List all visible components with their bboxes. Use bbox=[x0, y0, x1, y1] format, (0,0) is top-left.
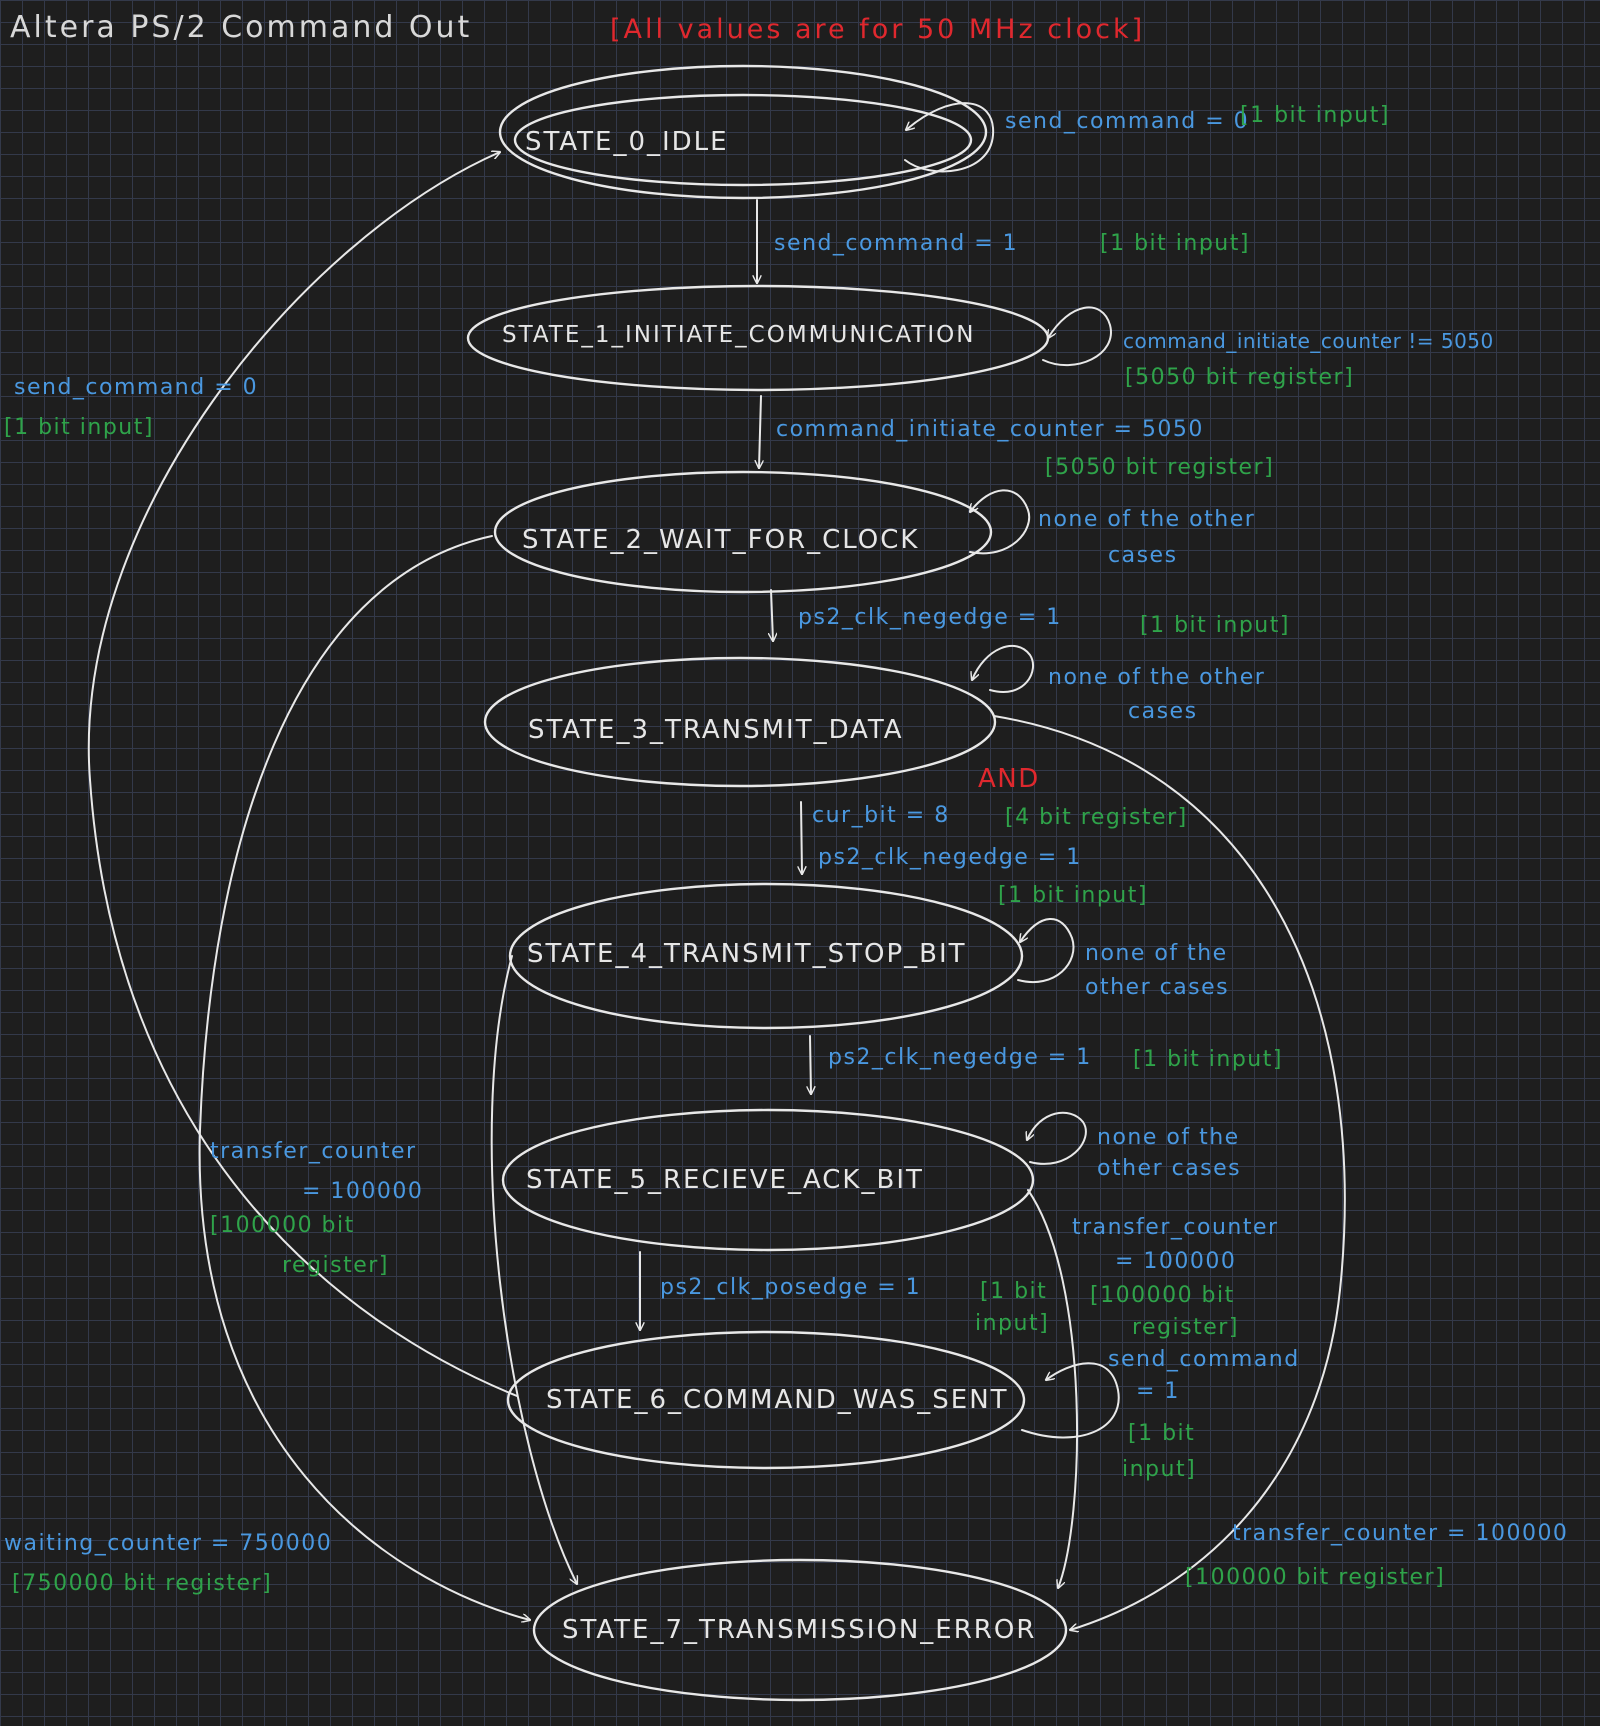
s4-self-line1: none of the bbox=[1085, 941, 1228, 966]
s2-s7-type-1: [100000 bit bbox=[210, 1213, 355, 1238]
state-5-recieve-ack-bit: STATE_5_RECIEVE_ACK_BIT bbox=[501, 1108, 1035, 1252]
diagram-title: Altera PS/2 Command Out bbox=[10, 10, 472, 45]
s6-s7-type: [750000 bit register] bbox=[12, 1571, 272, 1596]
state-5-label: STATE_5_RECIEVE_ACK_BIT bbox=[526, 1165, 924, 1195]
state-7-outline bbox=[532, 1558, 1068, 1702]
state-1-initiate-communication: STATE_1_INITIATE_COMMUNICATION bbox=[466, 284, 1050, 392]
s6-self-type-2: input] bbox=[1122, 1457, 1196, 1482]
s3-self-line2: cases bbox=[1128, 699, 1198, 724]
state-0-inner-outline bbox=[513, 93, 973, 187]
state-0-outer-outline bbox=[498, 64, 988, 200]
state-5-outline bbox=[501, 1108, 1035, 1252]
s6-s7-condition: waiting_counter = 750000 bbox=[4, 1531, 332, 1556]
s2-self-loop-arrow bbox=[970, 489, 1031, 555]
clock-note: [All values are for 50 MHz clock] bbox=[610, 14, 1145, 45]
s2-self-line1: none of the other bbox=[1038, 507, 1255, 532]
state-2-wait-for-clock: STATE_2_WAIT_FOR_CLOCK bbox=[493, 470, 993, 594]
s3-s4-type-2: [1 bit input] bbox=[998, 883, 1148, 908]
state-1-label: STATE_1_INITIATE_COMMUNICATION bbox=[502, 322, 975, 348]
s2-s7-type-2: register] bbox=[282, 1253, 389, 1278]
s5-s6-condition: ps2_clk_posedge = 1 bbox=[660, 1275, 921, 1300]
s3-to-s4-arrow bbox=[801, 801, 802, 875]
s0-s1-condition: send_command = 1 bbox=[774, 231, 1018, 256]
s5-s6-type-1: [1 bit bbox=[980, 1279, 1047, 1304]
s6-s0-type: [1 bit input] bbox=[4, 415, 154, 440]
s1-self-type: [5050 bit register] bbox=[1125, 365, 1354, 390]
s3-s4-type-1: [4 bit register] bbox=[1005, 805, 1188, 830]
s6-to-s0-arrow bbox=[87, 152, 518, 1397]
s3-s4-condition-2: ps2_clk_negedge = 1 bbox=[818, 845, 1082, 870]
s3-s4-condition-1: cur_bit = 8 bbox=[812, 803, 950, 828]
s3-s4-and-label: AND bbox=[978, 764, 1040, 794]
s6-self-condition-2: = 1 bbox=[1136, 1379, 1180, 1404]
state-7-label: STATE_7_TRANSMISSION_ERROR bbox=[562, 1615, 1036, 1645]
s4-s5-condition: ps2_clk_negedge = 1 bbox=[828, 1045, 1092, 1070]
s1-s2-type: [5050 bit register] bbox=[1045, 455, 1274, 480]
s5-s7-condition-1: transfer_counter bbox=[1072, 1215, 1279, 1240]
state-2-label: STATE_2_WAIT_FOR_CLOCK bbox=[522, 525, 919, 555]
state-3-label: STATE_3_TRANSMIT_DATA bbox=[528, 715, 904, 745]
s2-s7-condition-1: transfer_counter bbox=[210, 1139, 417, 1164]
state-3-outline bbox=[483, 656, 997, 788]
s2-s3-type: [1 bit input] bbox=[1140, 613, 1290, 638]
s6-s0-condition: send_command = 0 bbox=[14, 375, 258, 400]
s5-s7-condition-2: = 100000 bbox=[1115, 1249, 1236, 1274]
s2-to-s7-arrow bbox=[198, 535, 530, 1620]
s4-self-loop-arrow bbox=[1017, 918, 1075, 983]
s2-s3-condition: ps2_clk_negedge = 1 bbox=[798, 605, 1062, 630]
state-4-outline bbox=[508, 882, 1024, 1030]
s0-self-condition: send_command = 0 bbox=[1005, 109, 1249, 134]
state-4-transmit-stop-bit: STATE_4_TRANSMIT_STOP_BIT bbox=[508, 882, 1024, 1030]
s6-self-condition-1: send_command bbox=[1108, 1347, 1300, 1372]
s2-self-line2: cases bbox=[1108, 543, 1178, 568]
s0-self-type: [1 bit input] bbox=[1240, 103, 1390, 128]
s4-to-s7-arrow bbox=[490, 955, 577, 1584]
s1-to-s2-arrow bbox=[759, 395, 761, 468]
s5-to-s7-arrow bbox=[1027, 1189, 1079, 1588]
s2-s7-condition-2: = 100000 bbox=[302, 1179, 423, 1204]
s5-s6-type-2: input] bbox=[975, 1311, 1049, 1336]
s4-self-line2: other cases bbox=[1085, 975, 1229, 1000]
s4-s5-type: [1 bit input] bbox=[1133, 1047, 1283, 1072]
s1-self-condition: command_initiate_counter != 5050 bbox=[1123, 329, 1494, 353]
s1-s2-condition: command_initiate_counter = 5050 bbox=[776, 417, 1204, 442]
s6-self-type-1: [1 bit bbox=[1128, 1421, 1195, 1446]
state-6-outline bbox=[506, 1330, 1026, 1470]
state-2-outline bbox=[493, 470, 993, 594]
s3-s7-condition: transfer_counter = 100000 bbox=[1232, 1521, 1568, 1546]
state-6-label: STATE_6_COMMAND_WAS_SENT bbox=[546, 1385, 1009, 1415]
s1-self-loop-arrow bbox=[1042, 306, 1112, 366]
s5-self-line1: none of the bbox=[1097, 1125, 1240, 1150]
state-6-command-was-sent: STATE_6_COMMAND_WAS_SENT bbox=[506, 1330, 1026, 1470]
s3-self-loop-arrow bbox=[972, 644, 1035, 693]
s0-self-loop-arrow bbox=[904, 102, 995, 173]
s5-s7-type-1: [100000 bit bbox=[1090, 1283, 1235, 1308]
s5-s7-type-2: register] bbox=[1132, 1315, 1239, 1340]
s4-to-s5-arrow bbox=[810, 1035, 811, 1095]
state-0-label: STATE_0_IDLE bbox=[525, 127, 729, 157]
state-7-transmission-error: STATE_7_TRANSMISSION_ERROR bbox=[532, 1558, 1068, 1702]
s3-to-s7-arrow bbox=[993, 715, 1346, 1630]
state-3-transmit-data: STATE_3_TRANSMIT_DATA bbox=[483, 656, 997, 788]
s3-self-line1: none of the other bbox=[1048, 665, 1265, 690]
s6-self-loop-arrow bbox=[1021, 1362, 1120, 1439]
s5-self-loop-arrow bbox=[1027, 1111, 1087, 1165]
s2-to-s3-arrow bbox=[771, 589, 773, 641]
state-4-label: STATE_4_TRANSMIT_STOP_BIT bbox=[527, 939, 967, 969]
s3-s7-type: [100000 bit register] bbox=[1185, 1565, 1445, 1590]
state-0-idle: STATE_0_IDLE bbox=[498, 64, 988, 200]
s0-s1-type: [1 bit input] bbox=[1100, 231, 1250, 256]
s5-self-line2: other cases bbox=[1097, 1156, 1241, 1181]
